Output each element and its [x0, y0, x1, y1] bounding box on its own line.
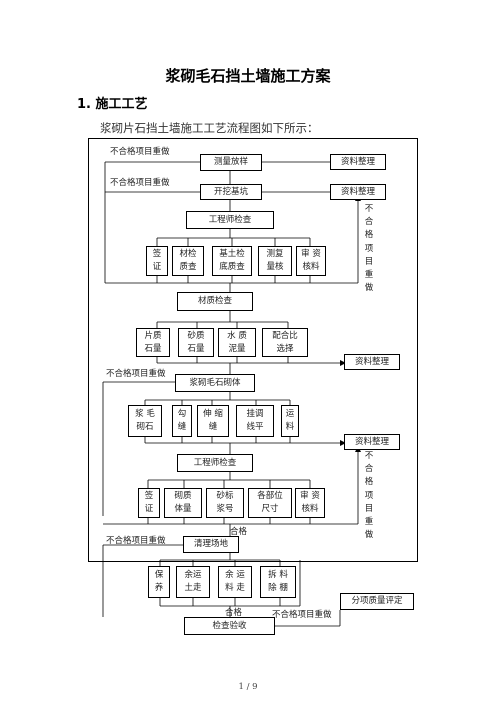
page-number: 1 / 9 — [238, 682, 258, 692]
node-excavate: 开挖基坑 — [200, 184, 262, 200]
label-redo: 不合格项目重做 — [110, 178, 170, 188]
node-group1-item: 基土检 底质查 — [212, 246, 252, 276]
node-group1-item: 审 资 核料 — [296, 246, 326, 276]
node-group2-item: 片质 石量 — [136, 328, 170, 357]
node-group2-item: 砂质 石量 — [178, 328, 214, 357]
node-group4-item: 审 资 核料 — [295, 488, 325, 518]
node-data-org-3: 资料整理 — [344, 434, 400, 450]
node-group2-item: 配合比 选择 — [262, 328, 308, 357]
label-redo: 不合格项目重做 — [272, 610, 332, 620]
node-group1-item: 签 证 — [146, 246, 168, 276]
node-group5-item: 保 养 — [148, 566, 170, 598]
node-material-check: 材质检查 — [177, 292, 253, 311]
node-group1-item: 测复 量核 — [258, 246, 292, 276]
node-survey: 测量放样 — [200, 154, 262, 171]
label-redo-vertical: 不合格项目重做 — [364, 204, 374, 294]
node-group3-item: 运 料 — [281, 405, 299, 437]
section-heading: 1. 施工工艺 — [77, 97, 148, 112]
node-data-org-1: 资料整理 — [330, 154, 386, 170]
node-group4-item: 砂标 浆号 — [206, 488, 244, 518]
node-group3-item: 挂调 线平 — [236, 405, 274, 437]
label-redo-vertical: 不合格项目重做 — [364, 451, 374, 541]
node-group5-item: 余 运 料 走 — [218, 566, 252, 598]
document-title: 浆砌毛石挡土墙施工方案 — [165, 67, 331, 85]
node-final-check: 检查验收 — [184, 617, 275, 635]
node-group5-item: 余运 土走 — [176, 566, 210, 598]
label-redo: 不合格项目重做 — [106, 369, 166, 379]
node-group5-item: 拆 料 除 棚 — [260, 566, 296, 598]
flowchart-frame — [88, 138, 418, 562]
node-group3-item: 伸 缩 缝 — [197, 405, 229, 437]
node-data-org-1b: 资料整理 — [330, 184, 386, 200]
node-data-org-2: 资料整理 — [344, 354, 400, 370]
node-group3-item: 勾 缝 — [172, 405, 192, 437]
node-group2-item: 水 质 泥量 — [218, 328, 256, 357]
node-engineer-check-2: 工程师检查 — [177, 454, 253, 472]
node-masonry: 浆砌毛石砌体 — [175, 374, 255, 392]
node-clean-site: 清理场地 — [183, 536, 239, 553]
node-group4-item: 砌质 体量 — [164, 488, 202, 518]
node-group3-item: 浆 毛 砌石 — [128, 405, 162, 437]
node-group1-item: 材检 质查 — [172, 246, 204, 276]
label-pass: 合格 — [230, 527, 248, 537]
node-group4-item: 各部位 尺寸 — [248, 488, 292, 518]
node-engineer-check-1: 工程师检查 — [186, 211, 274, 229]
label-pass: 合格 — [225, 608, 243, 618]
label-redo: 不合格项目重做 — [106, 536, 166, 546]
intro-text: 浆砌片石挡土墙施工工艺流程图如下所示： — [100, 121, 319, 135]
node-quality-eval: 分项质量评定 — [340, 593, 414, 610]
node-group4-item: 签 证 — [138, 488, 160, 518]
label-redo: 不合格项目重做 — [110, 147, 170, 157]
